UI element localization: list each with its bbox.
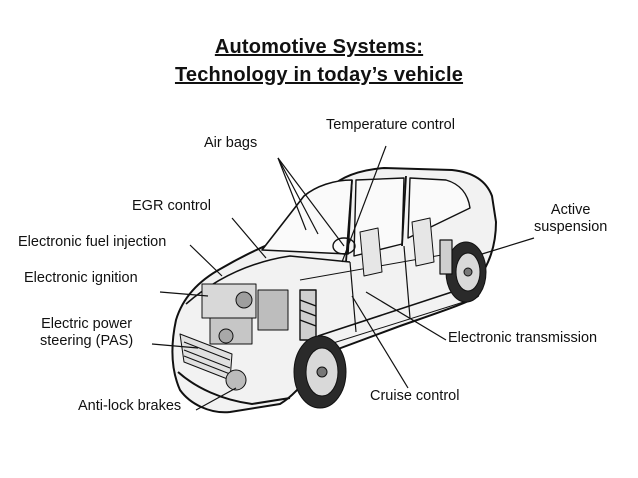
engine-block (201, 283, 289, 345)
label-electronic-fuel-injection: Electronic fuel injection (18, 234, 167, 250)
title-line-1: Automotive Systems: (214, 36, 424, 58)
label-anti-lock-brakes: Anti-lock brakes (78, 398, 182, 414)
leader-ignition (159, 291, 209, 297)
label-pas-line-2: steering (PAS) (40, 333, 134, 350)
rear-suspension (439, 239, 453, 275)
windshield (261, 179, 353, 255)
steering-wheel (332, 237, 356, 255)
front-strut (299, 289, 317, 341)
rear-wheel (445, 241, 487, 303)
label-temperature-control: Temperature control (326, 117, 455, 133)
leader-air-bags-1 (277, 157, 319, 235)
leader-electronic-transmission (365, 291, 447, 341)
label-air-bags: Air bags (204, 135, 258, 151)
brake-disc (225, 369, 247, 391)
leader-pas (151, 343, 199, 349)
leader-lines (151, 145, 535, 411)
label-active-suspension-line-2: suspension (534, 219, 608, 236)
leader-fuel-injection (189, 244, 223, 277)
seats (359, 217, 435, 277)
leader-temperature-control (341, 145, 387, 263)
leader-air-bags-3 (277, 157, 307, 231)
title-line-2: Technology in today’s vehicle (174, 64, 464, 86)
label-pas-line-1: Electric power (41, 316, 133, 332)
label-cruise-control: Cruise control (370, 388, 460, 404)
label-active-suspension-line-1: Active (550, 202, 591, 218)
front-wheel (293, 335, 347, 409)
label-active-suspension: Active suspension (534, 202, 607, 237)
label-electronic-ignition: Electronic ignition (24, 270, 138, 286)
leader-air-bags-2 (277, 157, 345, 247)
front-bumper (177, 371, 291, 405)
label-electronic-transmission: Electronic transmission (448, 330, 598, 346)
leader-active-suspension (481, 237, 535, 255)
label-electric-power-steering: Electric power steering (PAS) (40, 316, 133, 351)
car-illustration (171, 167, 497, 414)
label-egr-control: EGR control (132, 198, 211, 214)
leader-cruise-control (351, 295, 409, 389)
leader-anti-lock-brakes (195, 387, 237, 411)
leader-egr-control (231, 217, 267, 259)
